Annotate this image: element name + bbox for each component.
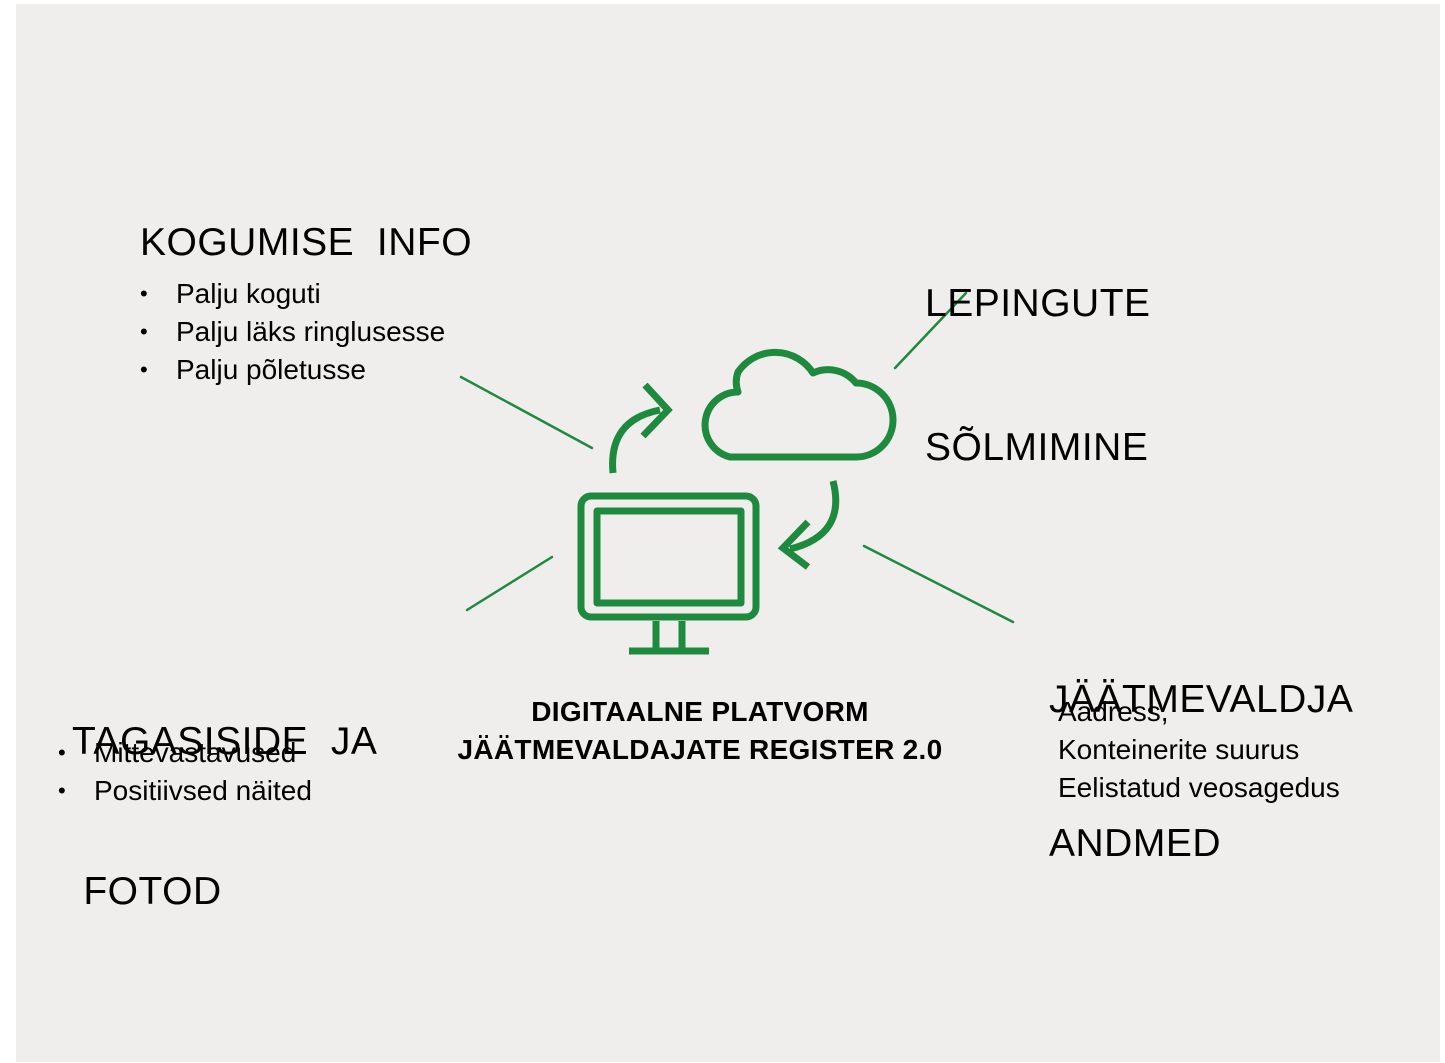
monitor-icon [577, 492, 760, 655]
collection-info-heading: KOGUMISE INFO [140, 221, 473, 264]
platform-title: DIGITAALNE PLATVORM JÄÄTMEVALDAJATE REGI… [400, 693, 1000, 769]
list-item: Mittevastavused [56, 734, 312, 772]
platform-title-line: DIGITAALNE PLATVORM [531, 696, 869, 727]
cloud-icon [701, 348, 897, 461]
holder-data-line: Konteinerite suurus [1058, 734, 1300, 765]
slide-background [16, 4, 1440, 1062]
connector-collection-info [459, 375, 594, 450]
contracts-heading-line: LEPINGUTE [925, 282, 1151, 325]
collection-info-list: Palju koguti Palju läks ringlusesse Palj… [138, 275, 445, 389]
feedback-heading-line: FOTOD [72, 870, 222, 913]
contracts-heading-line: SÕLMIMINE [925, 426, 1149, 469]
holder-data-heading: JÄÄTMEVALDJA ANDMED [1049, 580, 1353, 916]
list-item: Palju koguti [138, 275, 445, 313]
connector-contracts [893, 291, 968, 370]
list-item: Positiivsed näited [56, 772, 312, 810]
contracts-heading: LEPINGUTE SÕLMIMINE [925, 184, 1151, 520]
holder-data-details: Aadress, Konteinerite suurus Eelistatud … [1058, 693, 1340, 807]
list-item: Palju põletusse [138, 351, 445, 389]
holder-data-line: Eelistatud veosagedus [1058, 772, 1340, 803]
holder-data-line: Aadress, [1058, 696, 1169, 727]
connector-holder-data [862, 544, 1015, 624]
holder-data-heading-line: JÄÄTMEVALDJA [1049, 678, 1354, 721]
connector-feedback [465, 555, 554, 612]
holder-data-heading-line: ANDMED [1049, 822, 1222, 865]
feedback-list: Mittevastavused Positiivsed näited [56, 734, 312, 810]
list-item: Palju läks ringlusesse [138, 313, 445, 351]
sync-arrow-down-icon [777, 480, 840, 570]
platform-title-line: JÄÄTMEVALDAJATE REGISTER 2.0 [457, 734, 943, 765]
sync-arrow-up-icon [609, 382, 673, 474]
